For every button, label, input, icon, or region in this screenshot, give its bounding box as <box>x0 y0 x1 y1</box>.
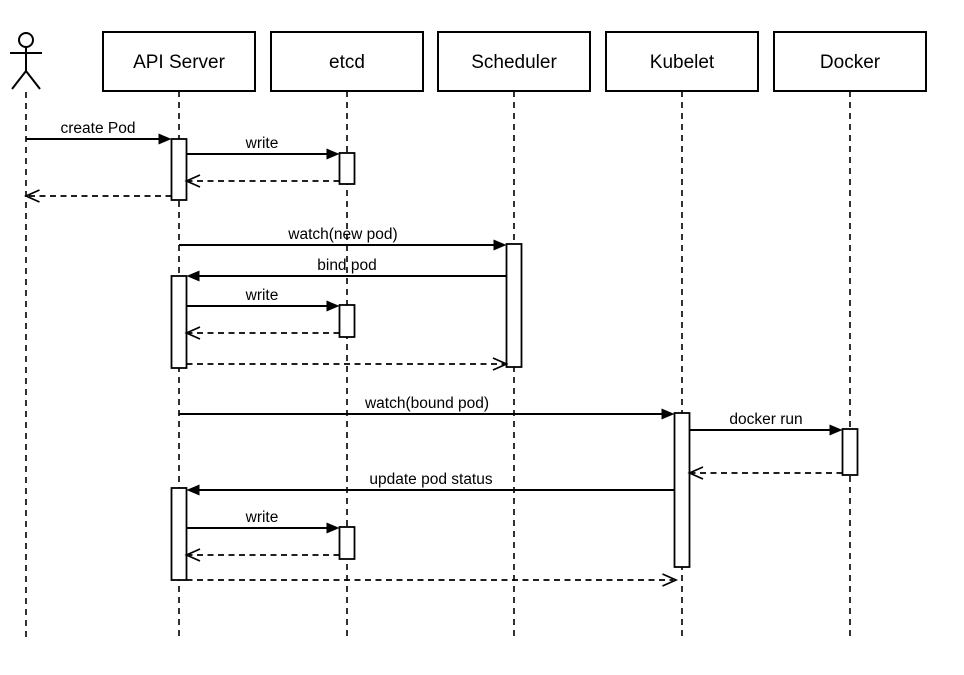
message-update-pod-status: update pod status <box>186 471 675 496</box>
arrowhead-icon <box>158 133 172 145</box>
arrowhead-icon <box>186 270 200 282</box>
message-label-write-3: write <box>245 509 279 526</box>
open-arrowhead-icon <box>184 326 201 340</box>
message-create-pod: create Pod <box>26 120 172 145</box>
open-arrowhead-icon <box>23 189 40 203</box>
activation-etcd-3 <box>338 526 356 560</box>
activation-etcd-2 <box>338 304 356 338</box>
participant-api-server: API Server <box>102 31 256 92</box>
participant-box-etcd <box>270 31 424 92</box>
message-label-docker-run: docker run <box>729 411 802 428</box>
actor-leg-left-icon <box>11 70 27 90</box>
activation-scheduler-1 <box>505 243 523 368</box>
message-docker-run: docker run <box>689 411 843 436</box>
message-watch-bound-pod: watch(bound pod) <box>179 395 675 420</box>
message-label-watch-new-pod: watch(new pod) <box>287 226 397 243</box>
message-write-3: write <box>186 509 340 534</box>
message-label-write-1: write <box>245 135 279 152</box>
participant-docker: Docker <box>773 31 927 92</box>
message-write-2: write <box>186 287 340 312</box>
participant-etcd: etcd <box>270 31 424 92</box>
return-etcd-to-api-2 <box>184 326 340 340</box>
message-label-write-2: write <box>245 287 279 304</box>
message-label-create-pod: create Pod <box>61 120 136 137</box>
participant-label-api-server: API Server <box>133 52 226 73</box>
return-etcd-to-api-3 <box>184 548 340 562</box>
arrowhead-icon <box>326 148 340 160</box>
activation-kubelet-1 <box>673 412 691 568</box>
open-arrowhead-icon <box>687 466 704 480</box>
open-arrowhead-icon <box>662 573 679 587</box>
return-api-to-scheduler <box>186 357 509 371</box>
arrowhead-icon <box>829 424 843 436</box>
participant-label-etcd: etcd <box>329 52 365 73</box>
actor-user <box>10 32 42 90</box>
message-watch-new-pod: watch(new pod) <box>179 226 507 251</box>
participant-label-scheduler: Scheduler <box>471 52 557 73</box>
return-api-to-user <box>23 189 172 203</box>
participant-box-scheduler <box>437 31 591 92</box>
open-arrowhead-icon <box>492 357 509 371</box>
return-docker-to-kubelet <box>687 466 843 480</box>
arrowhead-icon <box>493 239 507 251</box>
participant-box-kubelet <box>605 31 759 92</box>
activation-api-server-3 <box>170 487 188 581</box>
participant-box-docker <box>773 31 927 92</box>
activation-api-server-1 <box>170 138 188 201</box>
arrowhead-icon <box>186 484 200 496</box>
participant-scheduler: Scheduler <box>437 31 591 92</box>
arrowhead-icon <box>326 522 340 534</box>
return-api-to-kubelet <box>186 573 679 587</box>
participant-label-kubelet: Kubelet <box>650 52 715 73</box>
message-bind-pod: bind pod <box>186 257 507 282</box>
participant-label-docker: Docker <box>820 52 881 73</box>
actor-head-icon <box>18 32 34 48</box>
arrowhead-icon <box>661 408 675 420</box>
actor-leg-right-icon <box>25 70 41 90</box>
message-label-bind-pod: bind pod <box>317 257 376 274</box>
return-etcd-to-api-1 <box>184 174 340 188</box>
message-label-watch-bound-pod: watch(bound pod) <box>364 395 489 412</box>
message-write-1: write <box>186 135 340 160</box>
open-arrowhead-icon <box>184 174 201 188</box>
open-arrowhead-icon <box>184 548 201 562</box>
arrowhead-icon <box>326 300 340 312</box>
message-label-update-pod-status: update pod status <box>369 471 492 488</box>
participant-kubelet: Kubelet <box>605 31 759 92</box>
participant-box-api-server <box>102 31 256 92</box>
activation-etcd-1 <box>338 152 356 185</box>
activation-docker-1 <box>841 428 859 476</box>
activation-api-server-2 <box>170 275 188 369</box>
